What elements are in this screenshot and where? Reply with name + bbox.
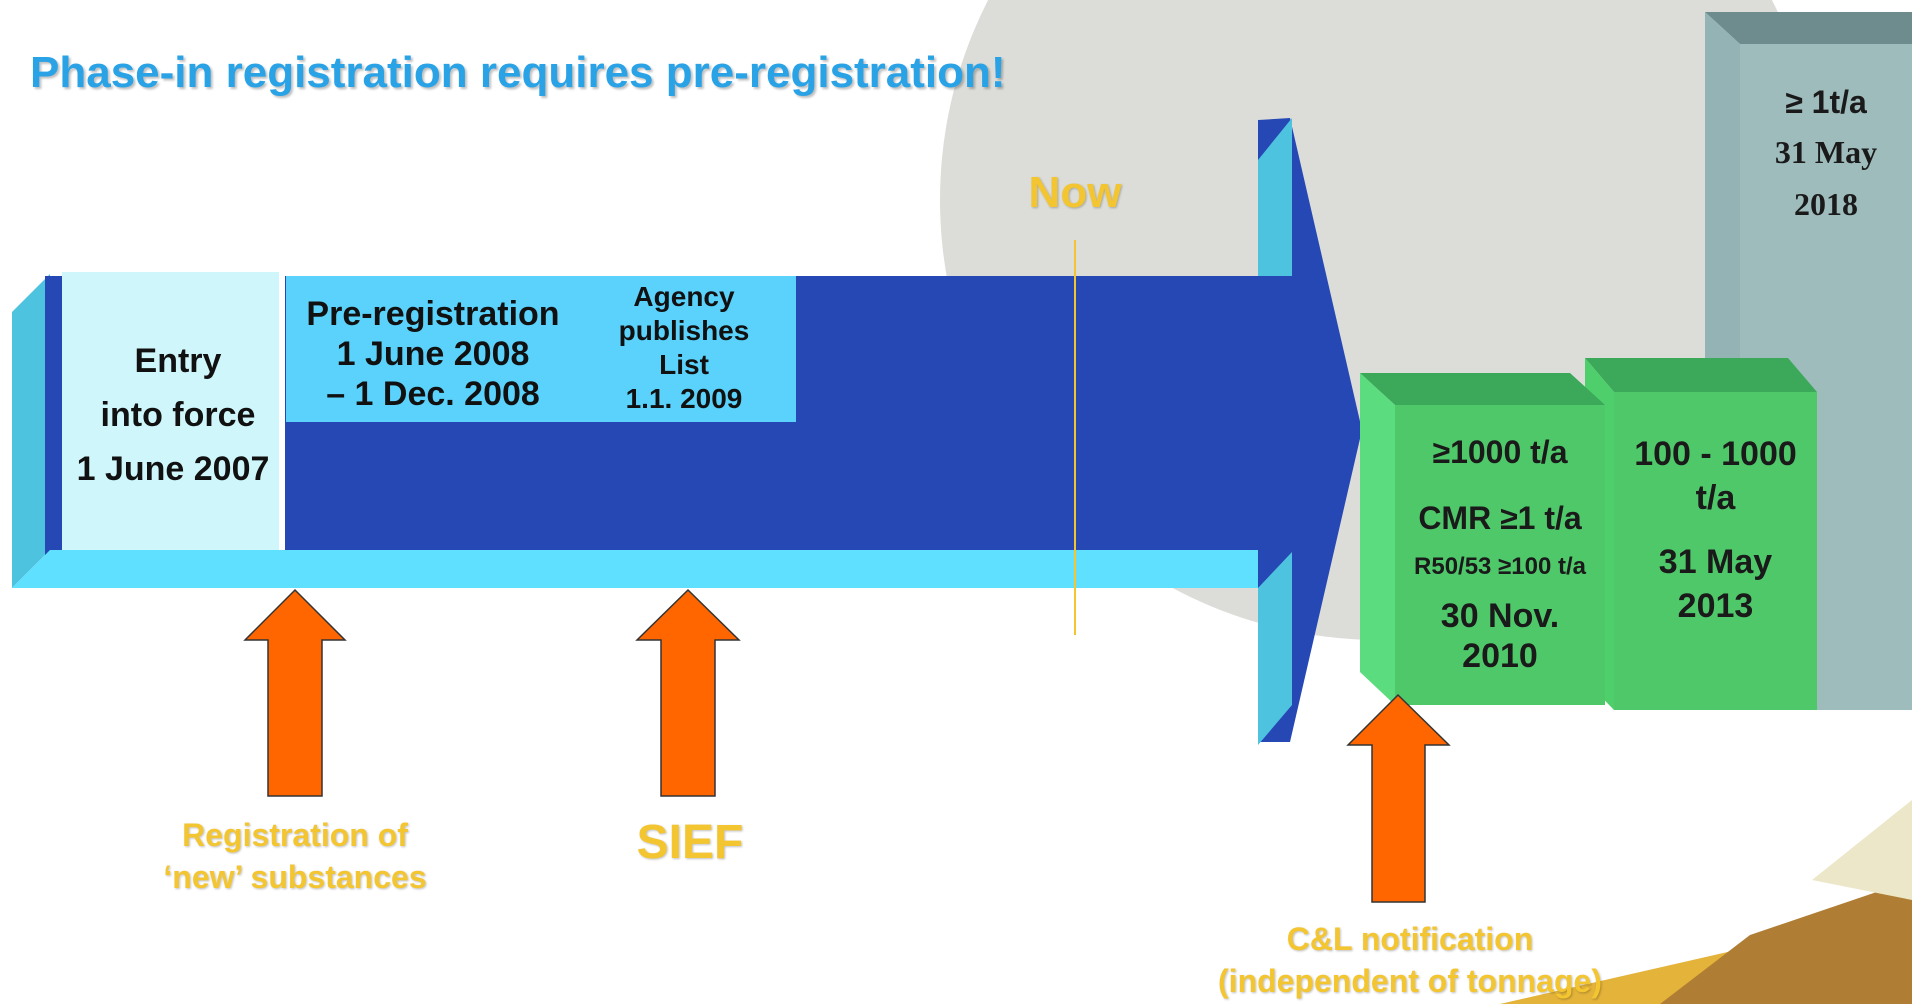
timeline-arrowhead-upper-bevel (1258, 118, 1292, 276)
now-label: Now (1028, 168, 1122, 217)
cl-line-2: (independent of tonnage) (1218, 963, 1602, 999)
deadline2-line-1: 100 - 1000 (1634, 435, 1797, 473)
orange-arrow-new-substances (243, 588, 347, 797)
timeline-arrowhead-lower-bevel (1258, 552, 1292, 745)
prereg-line-3: – 1 Dec. 2008 (326, 375, 540, 413)
new-substances-line-2: ‘new’ substances (163, 859, 427, 895)
deadline2-line-3: 31 May (1658, 543, 1773, 581)
new-substances-line-1: Registration of (182, 817, 408, 853)
agency-line-1: Agency (633, 281, 735, 312)
prereg-box-text: Pre-registration 1 June 2008 – 1 Dec. 20… (288, 294, 578, 414)
deadline1-box-side (1360, 373, 1395, 705)
deadline1-box-front (1395, 405, 1605, 705)
new-substances-label: Registration of ‘new’ substances (120, 814, 470, 898)
agency-box-text: Agency publishes List 1.1. 2009 (598, 280, 770, 416)
deadline1-text: ≥1000 t/a CMR ≥1 t/a R50/53 ≥100 t/a 30 … (1390, 432, 1610, 676)
prereg-box-shape (286, 276, 796, 422)
deadline2-text: 100 - 1000 t/a 31 May 2013 (1614, 432, 1817, 628)
cl-line-1: C&L notification (1286, 921, 1534, 957)
deadline3-line-2: 31 May (1774, 134, 1878, 170)
timeline-arrow-left-face (12, 274, 50, 588)
prereg-line-2: 1 June 2008 (336, 335, 530, 373)
deadline1-line-5: 2010 (1462, 637, 1538, 675)
deadline1-line-3: R50/53 ≥100 t/a (1414, 553, 1586, 580)
deadline2-line-2: t/a (1695, 479, 1736, 517)
deadline1-box-top (1360, 373, 1605, 405)
entry-line-1: Entry (134, 342, 222, 380)
page-title: Phase-in registration requires pre-regis… (30, 48, 1006, 97)
deadline3-line-3: 2018 (1794, 186, 1858, 222)
agency-line-4: 1.1. 2009 (625, 383, 743, 414)
entry-box-divider (279, 272, 285, 550)
deadline3-box-top (1705, 12, 1912, 44)
cl-notification-label: C&L notification (independent of tonnage… (1160, 918, 1660, 1002)
deadline3-text: ≥ 1t/a 31 May 2018 (1740, 78, 1912, 230)
deadline1-line-1: ≥1000 t/a (1432, 434, 1568, 470)
entry-box-shape (62, 272, 284, 550)
deadline3-line-1: ≥ 1t/a (1785, 84, 1867, 120)
entry-line-3: 1 June 2007 (76, 450, 270, 488)
deadline2-box-top (1585, 358, 1817, 392)
deadline2-box-front (1614, 392, 1817, 710)
timeline-arrow-bottom-bevel (12, 550, 1260, 588)
deadline1-line-4: 30 Nov. (1440, 597, 1560, 635)
background-swoosh-bronze (1660, 880, 1912, 1004)
prereg-line-1: Pre-registration (306, 295, 560, 333)
orange-arrow-cl-notification (1346, 693, 1451, 903)
entry-box-text: Entry into force 1 June 2007 (62, 334, 294, 496)
orange-arrow-sief (635, 588, 741, 797)
entry-line-2: into force (100, 396, 256, 434)
agency-line-3: List (659, 349, 709, 380)
deadline1-line-2: CMR ≥1 t/a (1418, 500, 1582, 536)
agency-line-2: publishes (618, 315, 750, 346)
background-swoosh-light (1812, 800, 1912, 900)
sief-label: SIEF (636, 816, 744, 869)
deadline2-line-4: 2013 (1677, 587, 1754, 625)
